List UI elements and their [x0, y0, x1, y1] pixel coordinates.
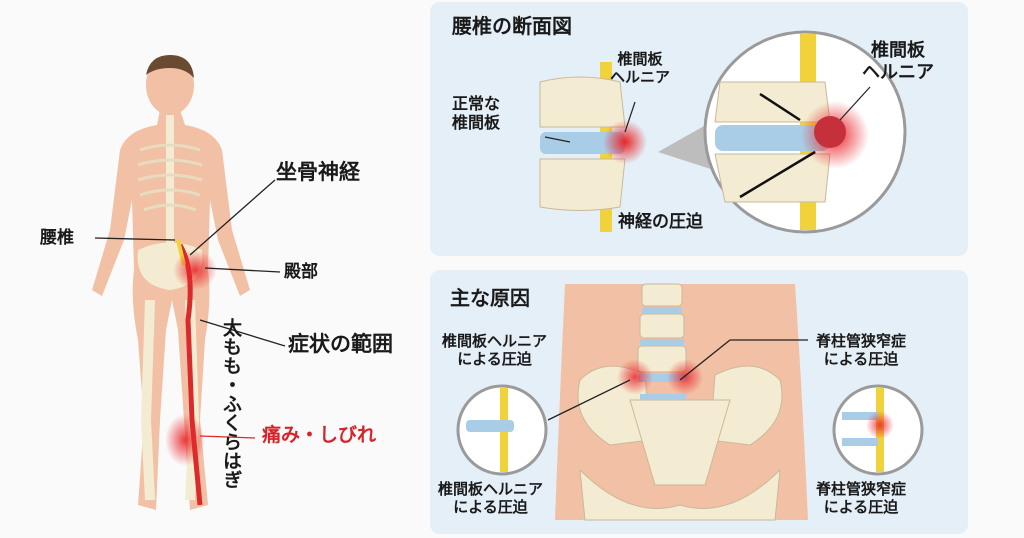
label-herniation-small: 椎間板ヘルニア	[610, 50, 670, 86]
label-line: 椎間板	[871, 40, 925, 61]
head	[146, 55, 194, 115]
label-buttock: 殿部	[284, 262, 318, 282]
label-normal-disc: 正常な椎間板	[452, 94, 500, 132]
label-herniation-large: 椎間板ヘルニア	[862, 40, 934, 83]
label-line: 正常な	[452, 94, 501, 113]
label-line: 椎間板	[452, 113, 501, 133]
cross-section-graphic	[539, 30, 907, 234]
label-herniation-top: 椎間板ヘルニアによる圧迫	[442, 332, 547, 368]
causes-panel: 主な原因 椎間板ヘルニアによる圧迫 脊柱管狭窄症による圧迫 椎間板ヘルニアによる…	[430, 270, 968, 534]
label-line: による圧迫	[823, 498, 899, 516]
causes-title: 主な原因	[450, 286, 530, 310]
label-thigh-calf: 太もも・ふくらはぎ	[220, 318, 242, 489]
causes-graphic	[456, 283, 924, 521]
label-line: 脊柱管狭窄症	[816, 480, 907, 498]
label-line: による圧迫	[457, 350, 532, 368]
cross-section-title: 腰椎の断面図	[452, 14, 572, 38]
label-lumbar: 腰椎	[40, 228, 74, 248]
label-sciatic-nerve: 坐骨神経	[276, 160, 360, 184]
body-illustration: 坐骨神経 腰椎 殿部 症状の範囲 太もも・ふくらはぎ 痛み・しびれ	[0, 0, 430, 538]
cross-section-panel: 腰椎の断面図 正常な椎間板 椎間板ヘルニア 椎間板ヘルニア 神経の圧迫	[430, 2, 968, 256]
label-stenosis-bottom: 脊柱管狭窄症による圧迫	[816, 480, 906, 516]
label-line: ヘルニア	[610, 68, 671, 86]
label-line: 椎間板ヘルニア	[442, 332, 548, 350]
label-symptom-range: 症状の範囲	[288, 332, 393, 356]
label-herniation-bottom: 椎間板ヘルニアによる圧迫	[438, 480, 543, 516]
label-line: 脊柱管狭窄症	[816, 332, 907, 350]
label-line: ヘルニア	[862, 61, 934, 83]
body-figure-graphic	[92, 55, 286, 510]
label-line: による圧迫	[453, 498, 528, 516]
label-line: 椎間板ヘルニア	[438, 480, 544, 498]
label-line: による圧迫	[823, 350, 899, 368]
label-pain-numbness: 痛み・しびれ	[262, 424, 377, 446]
label-line: 椎間板	[617, 50, 663, 68]
label-nerve-compression: 神経の圧迫	[618, 212, 703, 232]
label-stenosis-top: 脊柱管狭窄症による圧迫	[816, 332, 906, 368]
